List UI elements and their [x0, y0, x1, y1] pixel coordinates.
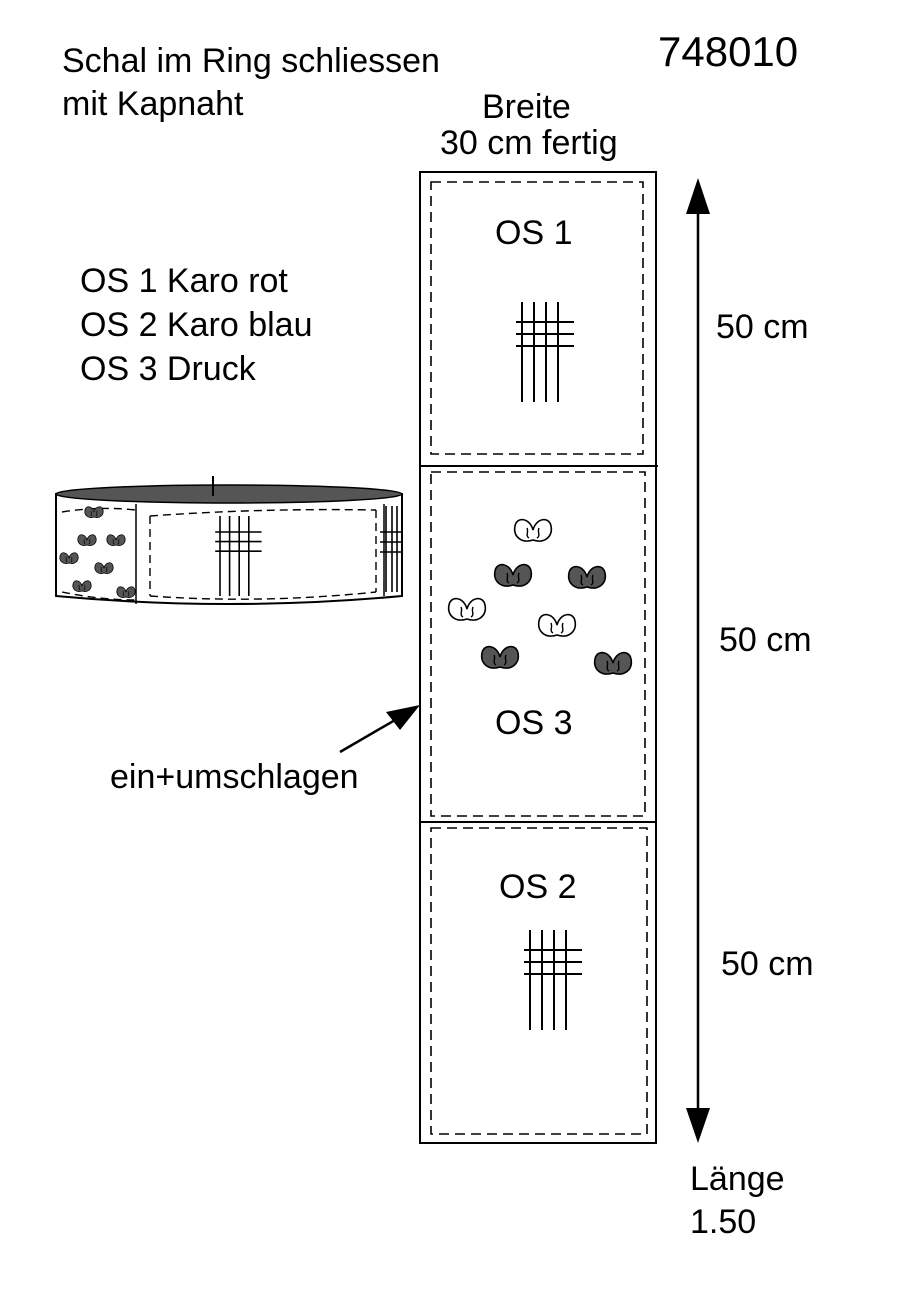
width-label-line-2: 30 cm fertig [440, 124, 618, 162]
plaid-motif-os2 [523, 929, 583, 1031]
plaid-motif-os1 [515, 301, 575, 403]
length-arrow [686, 178, 710, 1143]
fold-label: ein+umschlagen [110, 758, 359, 796]
panel-label-os3: OS 3 [495, 704, 573, 742]
width-label-line-1: Breite [482, 88, 571, 126]
length-label-os2: 50 cm [721, 945, 814, 983]
fabric-strip [419, 171, 658, 1144]
legend-item-os3: OS 3 Druck [80, 350, 256, 388]
total-length-label-line-1: Länge [690, 1160, 785, 1198]
legend-item-os2: OS 2 Karo blau [80, 306, 313, 344]
total-length-label-line-2: 1.50 [690, 1203, 757, 1241]
article-number: 748010 [658, 28, 799, 75]
length-label-os3: 50 cm [719, 621, 812, 659]
panel-label-os2: OS 2 [499, 868, 577, 906]
panel-label-os1: OS 1 [495, 214, 573, 252]
title-line-1: Schal im Ring schliessen [62, 42, 440, 80]
length-label-os1: 50 cm [716, 308, 809, 346]
fold-arrow [339, 705, 420, 754]
butterfly-print-os3 [447, 518, 633, 675]
title-line-2: mit Kapnaht [62, 85, 244, 123]
scarf-ring-illustration [55, 476, 403, 605]
legend-item-os1: OS 1 Karo rot [80, 262, 288, 300]
seam-lines [430, 181, 648, 1135]
